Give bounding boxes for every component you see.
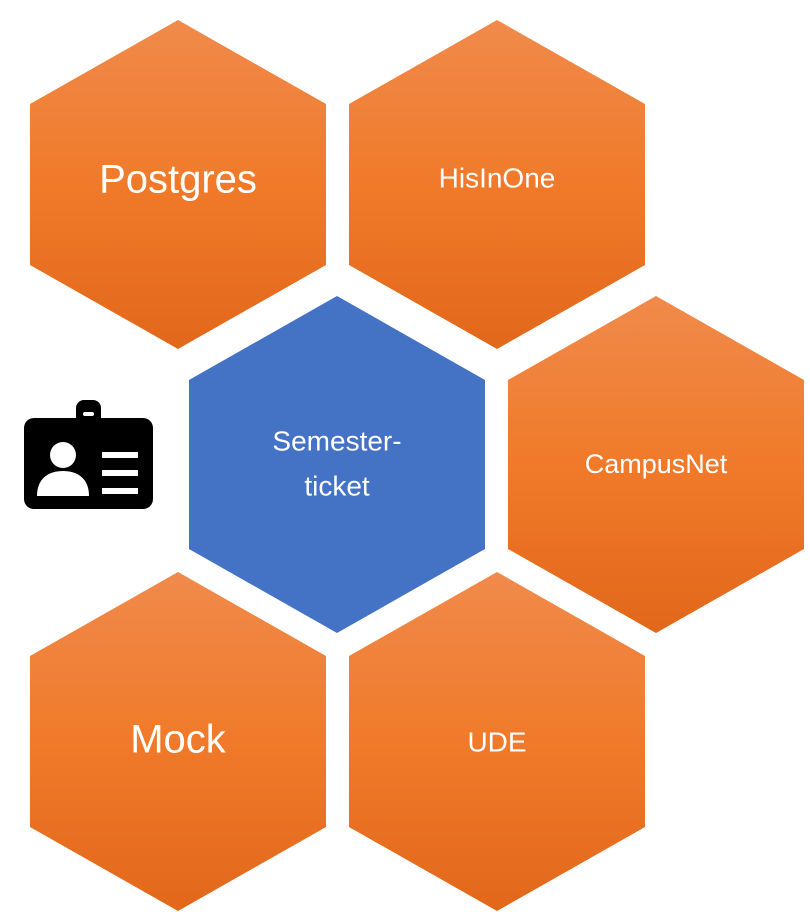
hexagon-postgres: Postgres	[30, 20, 326, 349]
hexagon-ude-label: UDE	[467, 726, 526, 757]
hexagon-hisinone-shape	[349, 20, 645, 349]
hexagon-campusnet-shape	[508, 296, 804, 633]
hexagon-ude-shape	[349, 572, 645, 911]
hexagon-semesterticket: Semester- ticket	[189, 296, 485, 633]
id-badge-icon	[24, 400, 153, 509]
hexagon-semesterticket-shape	[189, 296, 485, 633]
hexagon-campusnet: CampusNet	[508, 296, 804, 633]
hexagon-mock: Mock	[30, 572, 326, 911]
hexagon-hisinone-label: HisInOne	[439, 162, 556, 193]
hexagon-mock-shape	[30, 572, 326, 911]
hexagon-postgres-shape	[30, 20, 326, 349]
hexagon-mock-label: Mock	[130, 718, 227, 762]
hexagon-semesterticket-label-line2: ticket	[304, 470, 370, 501]
hexagon-campusnet-label: CampusNet	[585, 449, 728, 479]
hexagon-ude: UDE	[349, 572, 645, 911]
hexagon-postgres-label: Postgres	[99, 158, 257, 202]
hexagon-hisinone: HisInOne	[349, 20, 645, 349]
hexagon-semesterticket-label-line1: Semester-	[272, 425, 401, 456]
